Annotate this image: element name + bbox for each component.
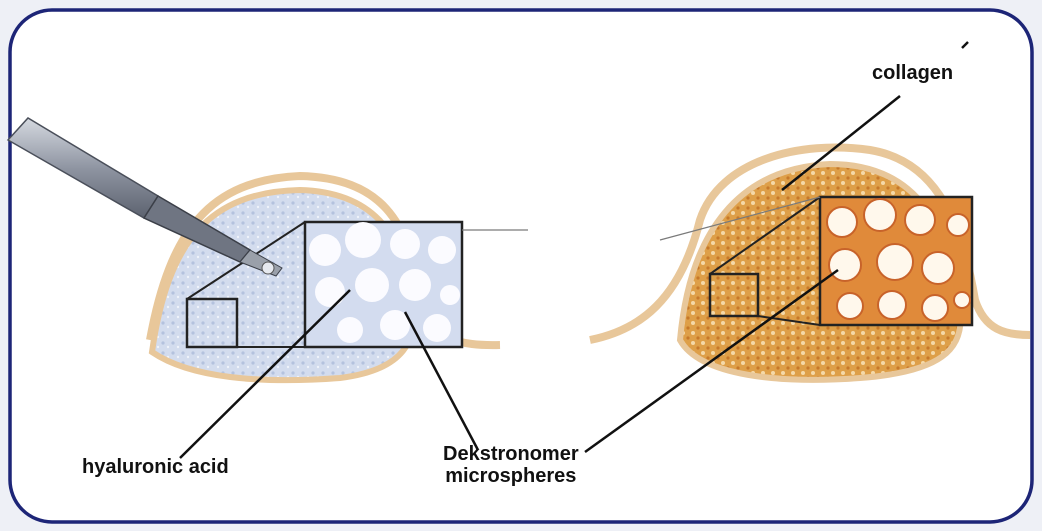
label-hyaluronic-acid: hyaluronic acid <box>82 456 229 478</box>
right-zoom-inset <box>820 197 972 325</box>
label-dextranomer-line2: microspheres <box>443 465 579 487</box>
label-dextranomer-line1: Dekstronomer <box>443 443 579 465</box>
label-collagen: collagen <box>872 62 953 84</box>
left-zoom-inset <box>305 222 462 347</box>
label-dextranomer-microspheres: Dekstronomer microspheres <box>443 443 579 487</box>
